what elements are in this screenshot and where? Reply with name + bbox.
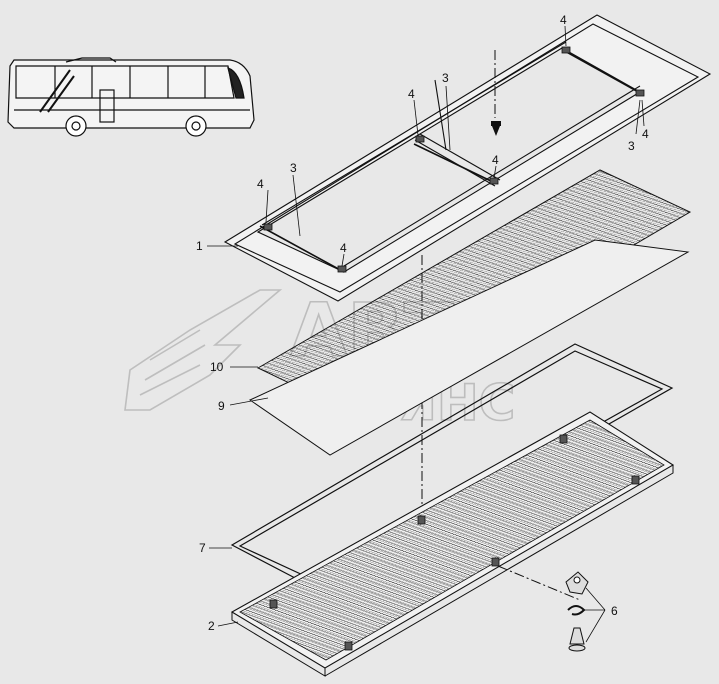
callout-4c: 4 [408,87,415,101]
callout-1: 1 [196,239,203,253]
filter-film [248,239,690,456]
callout-7: 7 [199,541,206,555]
fastener-set [565,571,589,652]
callout-9: 9 [218,399,225,413]
seal-gasket [230,343,674,591]
callout-4e: 4 [560,13,567,27]
frame-clips [263,46,645,273]
callout-3b: 3 [442,71,449,85]
callout-10: 10 [210,360,224,374]
tray-clips [269,434,640,651]
callout-4a: 4 [257,177,264,191]
callout-4f: 4 [642,127,649,141]
callout-4b: 4 [340,241,347,255]
callout-4d: 4 [492,153,499,167]
screw-icon [491,121,501,136]
callout-3c: 3 [628,139,635,153]
grille-tray [230,411,675,677]
hatch-frame [223,14,712,302]
leader-lines [207,25,645,643]
callout-6: 6 [611,604,618,618]
callout-labels: 1 2 3 3 3 4 4 4 4 4 4 4 6 7 9 10 [196,13,649,633]
callout-3a: 3 [290,161,297,175]
callout-2: 2 [208,619,215,633]
bus-illustration [7,57,255,137]
